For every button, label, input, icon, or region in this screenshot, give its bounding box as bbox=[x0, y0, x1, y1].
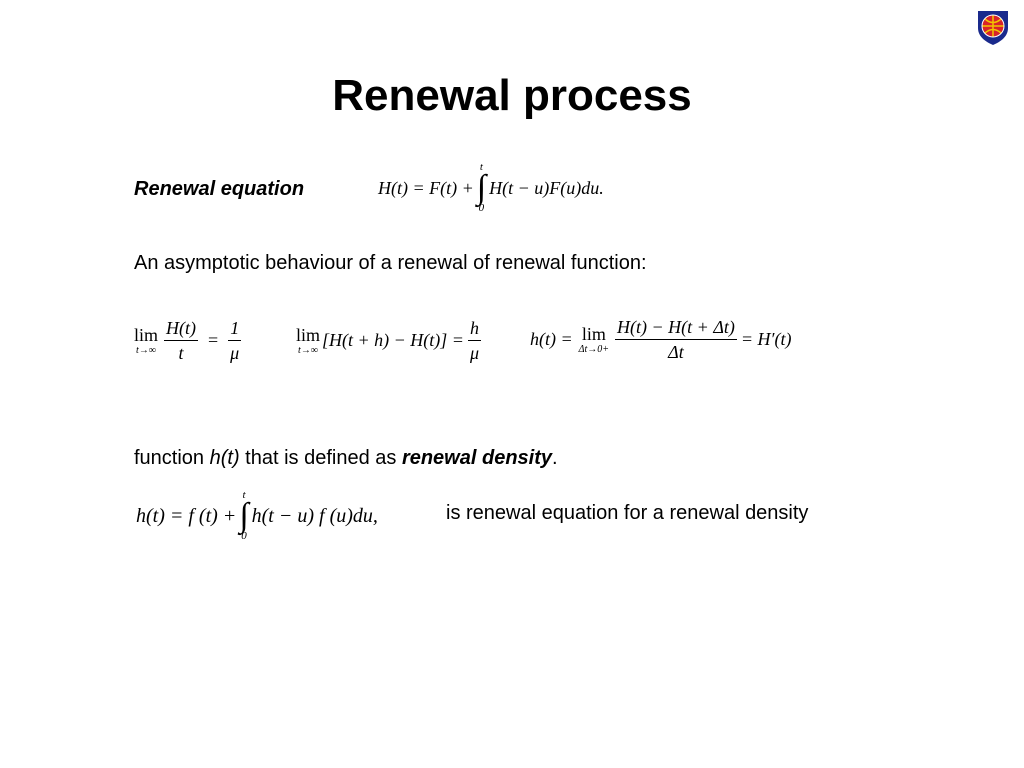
density-equation-note: is renewal equation for a renewal densit… bbox=[446, 502, 809, 524]
fraction-difference-quotient: H(t) − H(t + Δt) Δt bbox=[615, 316, 737, 362]
university-shield-logo-icon bbox=[974, 8, 1012, 46]
fraction-one-over-mu: 1 μ bbox=[228, 317, 242, 363]
fraction-h-over-t: H(t) t bbox=[164, 317, 199, 363]
integral-upper-limit: t bbox=[479, 161, 483, 173]
renewal-equation-label: Renewal equation bbox=[134, 178, 305, 200]
density-eq-lhs: h(t) = f (t) + bbox=[136, 504, 237, 527]
renewal-density-text: function h(t) that is defined as renewal… bbox=[134, 446, 558, 470]
density-text-prefix: function bbox=[134, 447, 210, 469]
integral-lower-limit: 0 bbox=[241, 530, 247, 542]
limit-formula-1: lim t→∞ H(t) t = 1 μ bbox=[134, 317, 242, 363]
limit-operator: lim Δt→0+ bbox=[578, 323, 610, 355]
integral-upper-limit: t bbox=[242, 489, 246, 501]
asymptotic-behaviour-text: An asymptotic behaviour of a renewal of … bbox=[134, 252, 647, 274]
density-eq-integrand: h(t − u) f (u)du, bbox=[251, 504, 378, 527]
density-text-middle: that is defined as bbox=[239, 447, 402, 469]
integral-sign: t ∫ 0 bbox=[239, 489, 249, 542]
integral-lower-limit: 0 bbox=[478, 202, 485, 214]
limit-2-body: [H(t + h) − H(t)] = bbox=[322, 329, 464, 350]
density-def-rhs: = H′(t) bbox=[740, 328, 792, 349]
renewal-equation-formula: H(t) = F(t) + t ∫ 0 H(t − u)F(u)du. bbox=[378, 158, 604, 218]
renewal-eq-lhs: H(t) = F(t) + bbox=[378, 177, 474, 198]
density-text-term: renewal density bbox=[401, 447, 552, 469]
density-text-symbol: h(t) bbox=[209, 447, 240, 469]
renewal-eq-integrand: H(t − u)F(u)du. bbox=[489, 177, 604, 198]
density-def-lhs: h(t) = bbox=[530, 328, 573, 349]
integral-sign: t ∫ 0 bbox=[476, 161, 487, 214]
slide-title: Renewal process bbox=[332, 71, 692, 120]
limit-operator: lim t→∞ bbox=[134, 324, 159, 356]
density-definition-formula: h(t) = lim Δt→0+ H(t) − H(t + Δt) Δt = H… bbox=[530, 310, 791, 368]
limit-operator: lim t→∞ bbox=[296, 324, 321, 356]
density-renewal-equation-formula: h(t) = f (t) + t ∫ 0 h(t − u) f (u)du, bbox=[136, 484, 378, 548]
fraction-h-over-mu: h μ bbox=[467, 317, 481, 363]
density-text-suffix: . bbox=[552, 447, 558, 469]
limit-formula-2: lim t→∞ [H(t + h) − H(t)] = h μ bbox=[296, 312, 485, 368]
